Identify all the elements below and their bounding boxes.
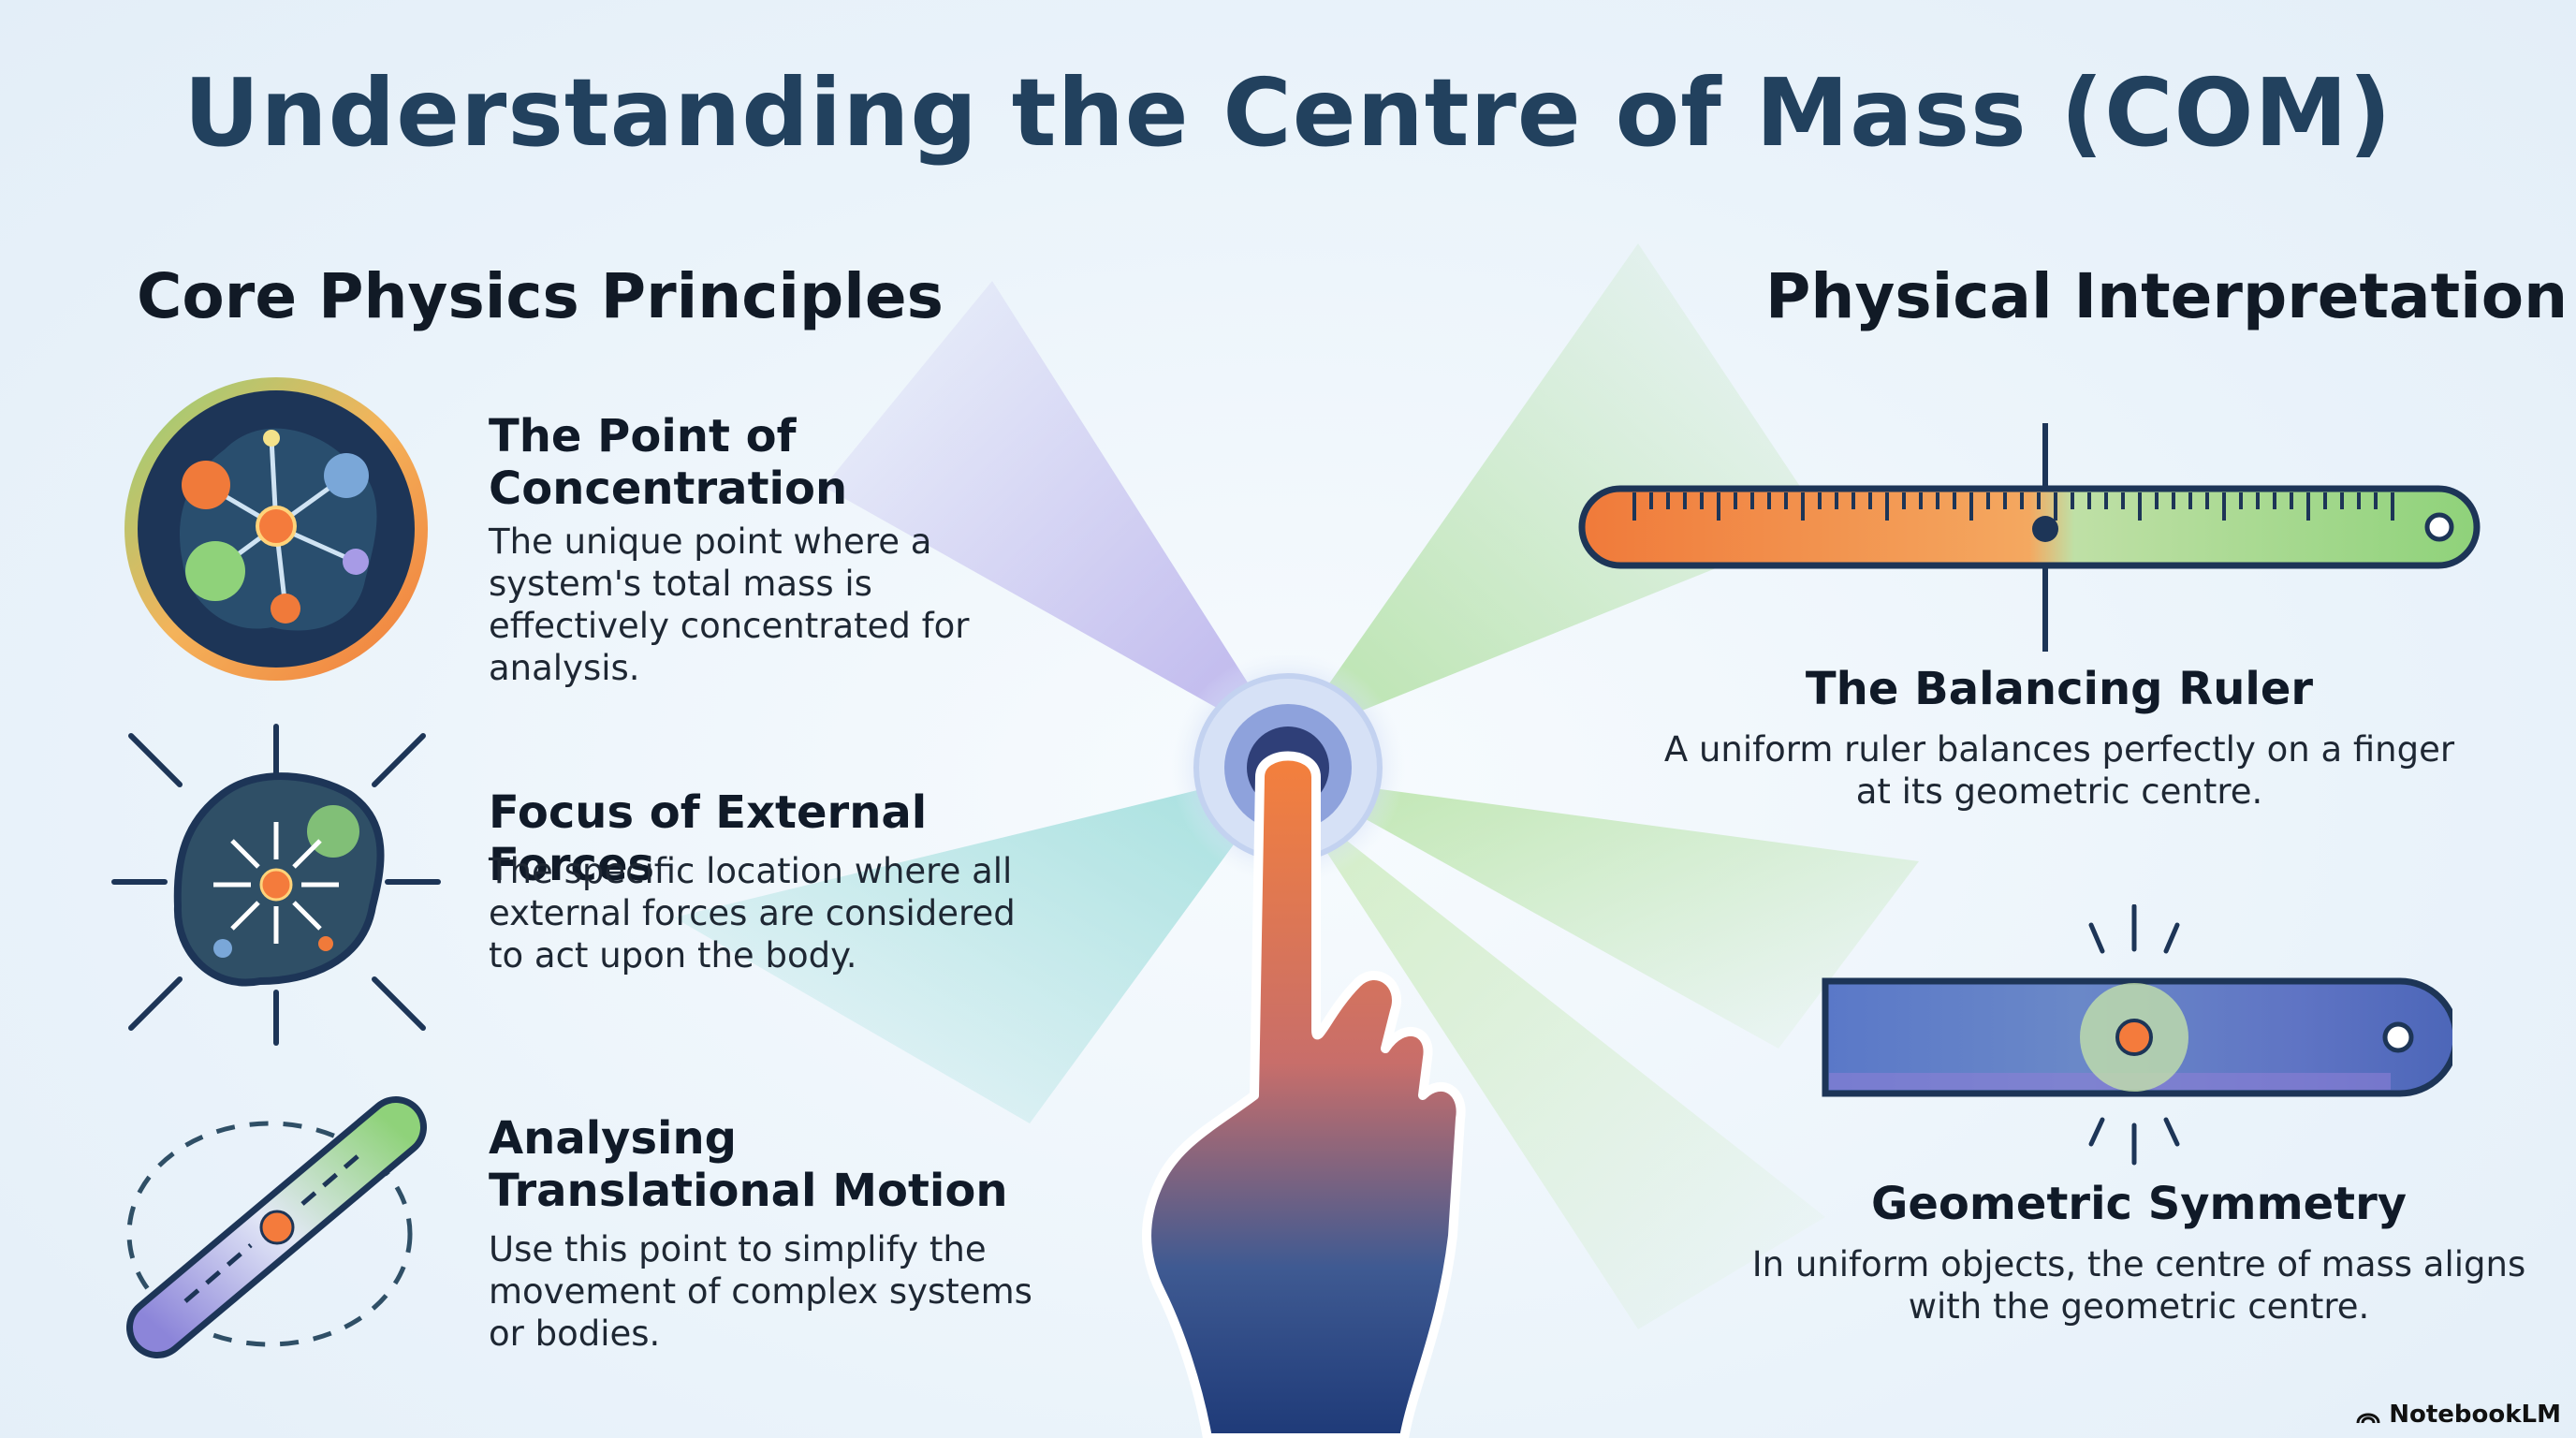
- notebooklm-logo-icon: [2356, 1413, 2380, 1424]
- pointing-finger-icon: [1105, 655, 1516, 1438]
- left-item-3-title: Analysing Translational Motion: [489, 1112, 1008, 1217]
- left-section-heading: Core Physics Principles: [137, 260, 944, 332]
- brand-label: NotebookLM: [2389, 1401, 2561, 1429]
- right-item-1-text: A uniform ruler balances perfectly on a …: [1663, 729, 2455, 812]
- right-item-2-text: In uniform objects, the centre of mass a…: [1751, 1244, 2526, 1327]
- right-section-heading: Physical Interpretation: [1765, 260, 2569, 332]
- force-convergence-icon: [110, 719, 442, 1050]
- right-item-1-title: The Balancing Ruler: [1805, 663, 2314, 715]
- rod-motion-icon: [120, 1093, 434, 1365]
- mass-network-icon: [122, 374, 431, 683]
- left-item-2-title: Focus of External Forces: [489, 786, 928, 891]
- brand-mark: NotebookLM: [2355, 1401, 2561, 1429]
- balancing-ruler-icon: [1578, 423, 2481, 652]
- left-item-2-text: The specific location where all external…: [489, 851, 1016, 976]
- page-title: Understanding the Centre of Mass (COM): [183, 58, 2393, 168]
- symmetric-bar-icon: [1820, 904, 2452, 1167]
- left-item-1-text: The unique point where a system's total …: [489, 521, 970, 688]
- left-item-3-text: Use this point to simplify the movement …: [489, 1229, 1032, 1354]
- right-item-2-title: Geometric Symmetry: [1870, 1178, 2408, 1230]
- left-item-1-title: The Point of Concentration: [489, 410, 848, 515]
